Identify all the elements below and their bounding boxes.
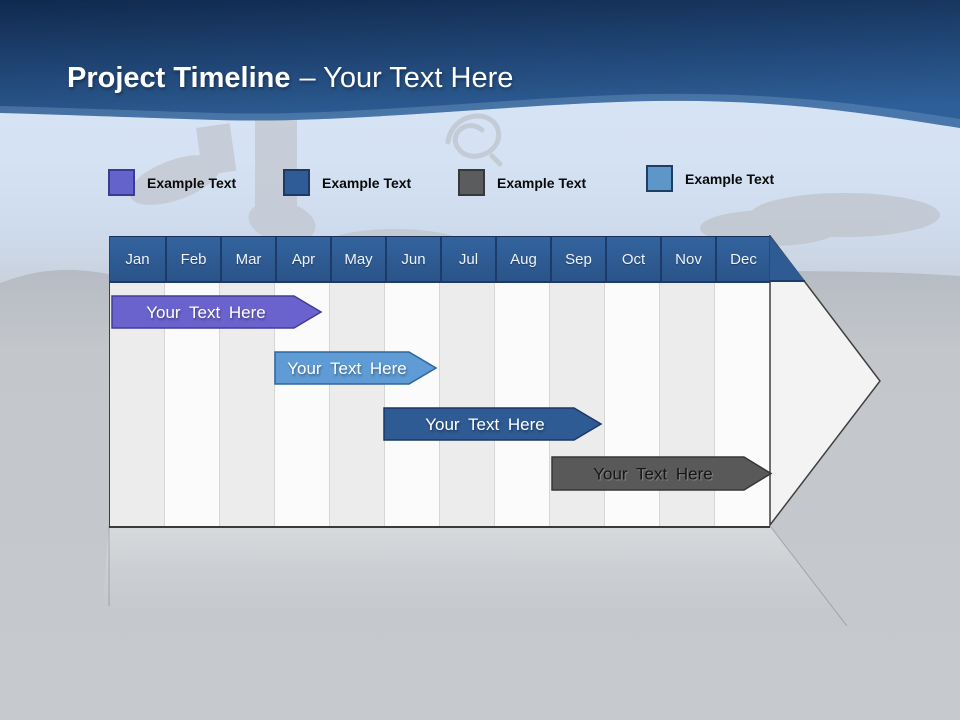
timeline-bar-2: Your Text Here xyxy=(274,351,438,385)
month-header-cell: Dec xyxy=(715,237,770,281)
legend-item: Example Text xyxy=(108,169,236,196)
month-header-cell: Jan xyxy=(125,250,150,268)
bar-label: Your Text Here xyxy=(425,415,545,434)
month-header-row: Jan Feb Mar Apr May Jun Jul Aug Sep Oct … xyxy=(110,236,770,283)
slide-title-secondary: – Your Text Here xyxy=(299,62,514,94)
month-header-cell: Jun xyxy=(385,237,440,281)
month-header-cell: Aug xyxy=(495,237,550,281)
timeline-bar-3: Your Text Here xyxy=(383,407,603,441)
legend-swatch-darkblue xyxy=(283,169,310,196)
month-header-cell: Feb xyxy=(165,237,220,281)
legend-swatch-lightblue xyxy=(646,165,673,192)
month-header-cell: May xyxy=(330,237,385,281)
month-header-cell: Mar xyxy=(220,237,275,281)
legend-label: Example Text xyxy=(685,170,775,187)
month-header-cell: Oct xyxy=(605,237,660,281)
legend-label: Example Text xyxy=(497,174,587,191)
bar-label: Your Text Here xyxy=(593,465,713,484)
legend-item: Example Text xyxy=(646,165,774,192)
month-header-cell: Sep xyxy=(550,237,605,281)
legend-label: Example Text xyxy=(322,174,412,191)
hiker-legs-silhouette xyxy=(129,100,316,243)
slide-title: Project Timeline– Your Text Here xyxy=(67,60,513,96)
bar-label: Your Text Here xyxy=(146,303,266,322)
legend-item: Example Text xyxy=(458,169,586,196)
legend-item: Example Text xyxy=(283,169,411,196)
timeline-bar-1: Your Text Here xyxy=(111,295,323,329)
month-header-cell: Jul xyxy=(440,237,495,281)
legend-swatch-gray xyxy=(458,169,485,196)
slide-title-primary: Project Timeline xyxy=(67,62,291,94)
bar-label: Your Text Here xyxy=(287,359,407,378)
timeline-bar-4: Your Text Here xyxy=(551,456,773,491)
month-header-cell: Apr xyxy=(275,237,330,281)
header-band xyxy=(0,0,960,128)
legend-label: Example Text xyxy=(147,174,237,191)
table-reflection xyxy=(101,526,847,626)
timeline-arrow-tip xyxy=(769,235,881,527)
scribble-doodle xyxy=(445,113,503,167)
month-header-cell: Nov xyxy=(660,237,715,281)
table-reflection-edges xyxy=(108,526,848,626)
legend-swatch-purple xyxy=(108,169,135,196)
